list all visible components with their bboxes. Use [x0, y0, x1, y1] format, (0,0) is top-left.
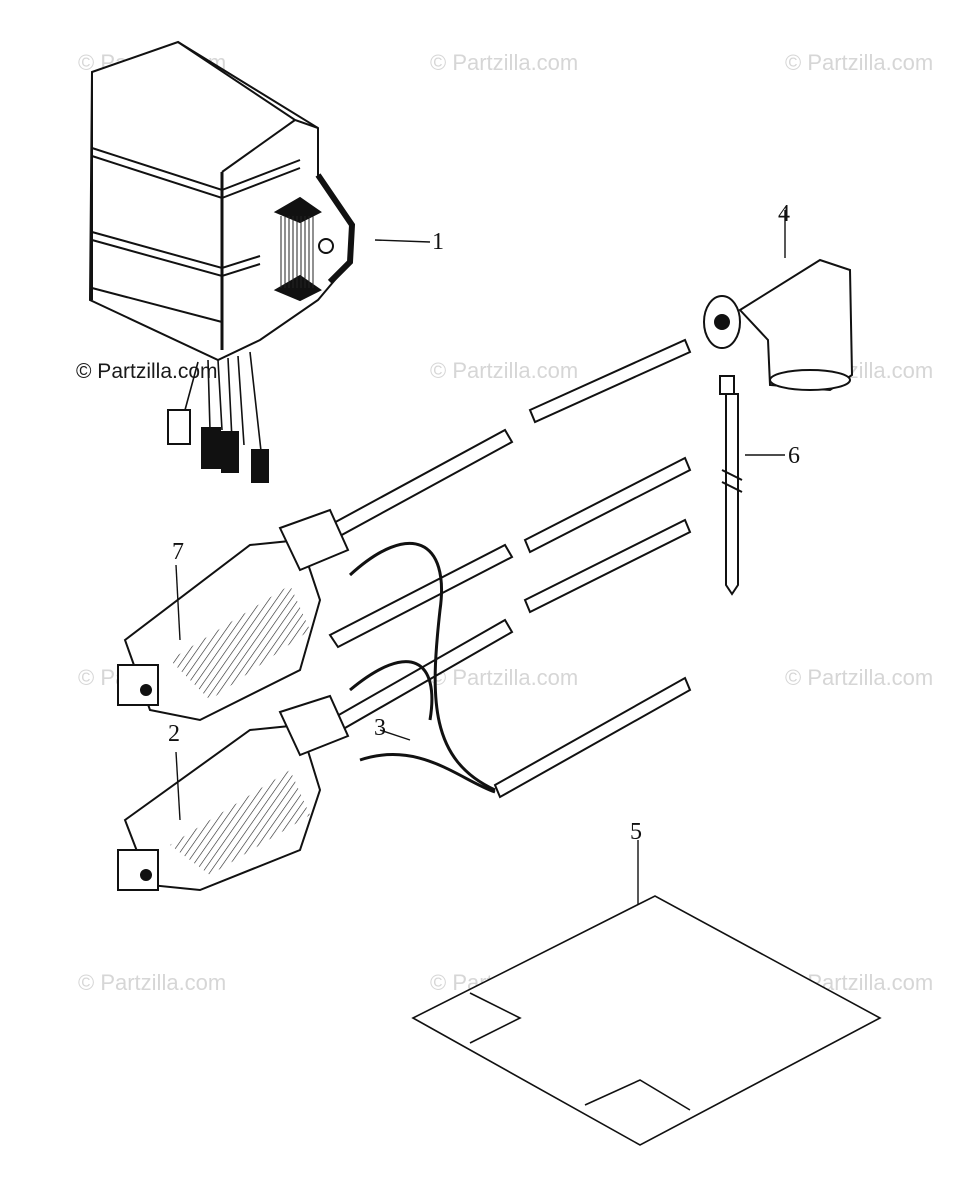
part-3-wire-harness — [348, 541, 496, 794]
callout-3: 3 — [374, 715, 386, 741]
high-tension-leads — [328, 338, 692, 799]
watermark: © Partzilla.com — [430, 50, 579, 75]
watermark: © Partzilla.com — [430, 665, 579, 690]
part-2-ignition-coil — [117, 694, 350, 892]
callout-6: 6 — [788, 443, 800, 469]
watermark: © Partzilla.com — [78, 970, 227, 995]
callout-2: 2 — [168, 721, 180, 747]
watermark: © Partzilla.com — [785, 50, 934, 75]
callout-7: 7 — [172, 539, 184, 565]
part-5-sheet — [411, 840, 882, 1146]
part-4-plug-cap — [703, 210, 854, 392]
watermark: © Partzilla.com — [785, 665, 934, 690]
part-7-ignition-coil — [117, 508, 350, 722]
callout-5: 5 — [630, 819, 642, 845]
part-6-tie-band — [719, 375, 785, 596]
watermark: © Partzilla.com — [76, 360, 218, 383]
callout-4: 4 — [778, 201, 790, 227]
watermark: © Partzilla.com — [430, 358, 579, 383]
part-1-control-box — [88, 40, 431, 483]
callout-1: 1 — [432, 229, 444, 255]
